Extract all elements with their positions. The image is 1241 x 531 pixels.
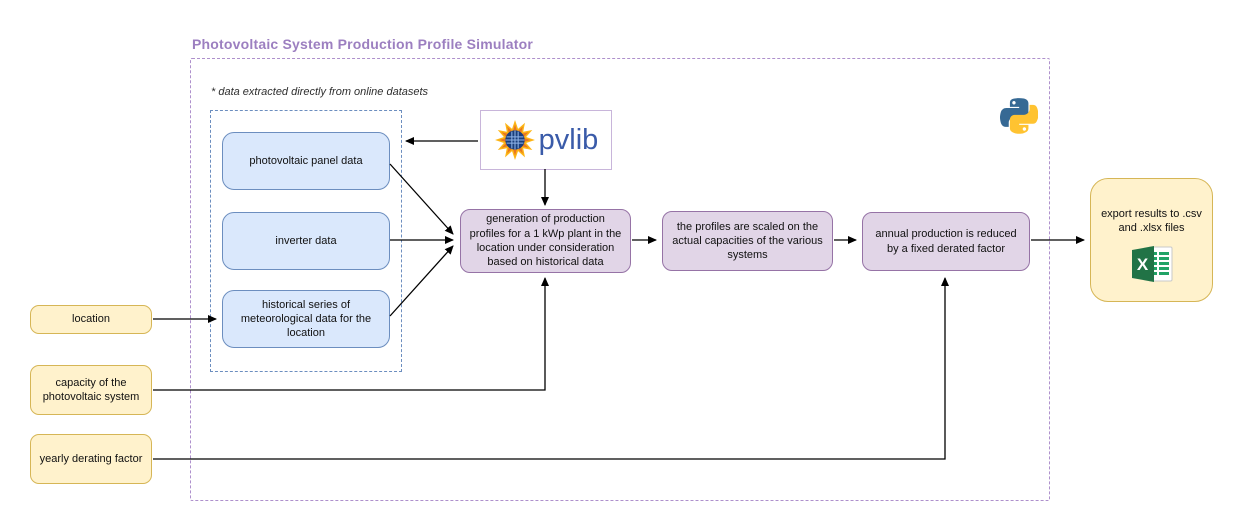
node-label: annual production is reduced by a fixed … [875, 228, 1017, 255]
pvlib-logo: pvlib [480, 110, 612, 170]
node-apply-derating: annual production is reduced by a fixed … [862, 212, 1030, 271]
node-label: export results to .csv and .xlsx files [1101, 208, 1202, 235]
node-label: generation of production profiles for a … [469, 213, 622, 269]
node-label: yearly derating factor [39, 452, 143, 465]
excel-icon: X [1131, 245, 1172, 282]
node-inverter-data: inverter data [222, 212, 390, 270]
pvlib-sun-icon [494, 120, 535, 160]
node-generate-1kwp-profiles: generation of production profiles for a … [460, 209, 631, 273]
node-label: historical series of meteorological data… [240, 298, 372, 340]
node-scale-profiles: the profiles are scaled on the actual ca… [662, 211, 833, 271]
node-historical-meteorological-data: historical series of meteorological data… [222, 290, 390, 348]
svg-text:X: X [1136, 255, 1148, 274]
node-label: location [72, 313, 110, 326]
python-icon [1000, 98, 1038, 134]
node-photovoltaic-panel-data: photovoltaic panel data [222, 132, 390, 190]
node-label: photovoltaic panel data [249, 154, 363, 167]
node-input-location: location [30, 305, 152, 334]
node-export-results: export results to .csv and .xlsx files X [1090, 178, 1213, 302]
pvlib-logo-text: pvlib [538, 123, 599, 156]
node-label: the profiles are scaled on the actual ca… [672, 220, 823, 262]
node-input-derating-factor: yearly derating factor [30, 434, 152, 484]
node-label: inverter data [275, 234, 337, 247]
node-label: capacity of the photovoltaic system [42, 376, 140, 403]
page-title: Photovoltaic System Production Profile S… [192, 36, 533, 52]
node-input-capacity: capacity of the photovoltaic system [30, 365, 152, 415]
online-data-note: * data extracted directly from online da… [211, 86, 429, 98]
